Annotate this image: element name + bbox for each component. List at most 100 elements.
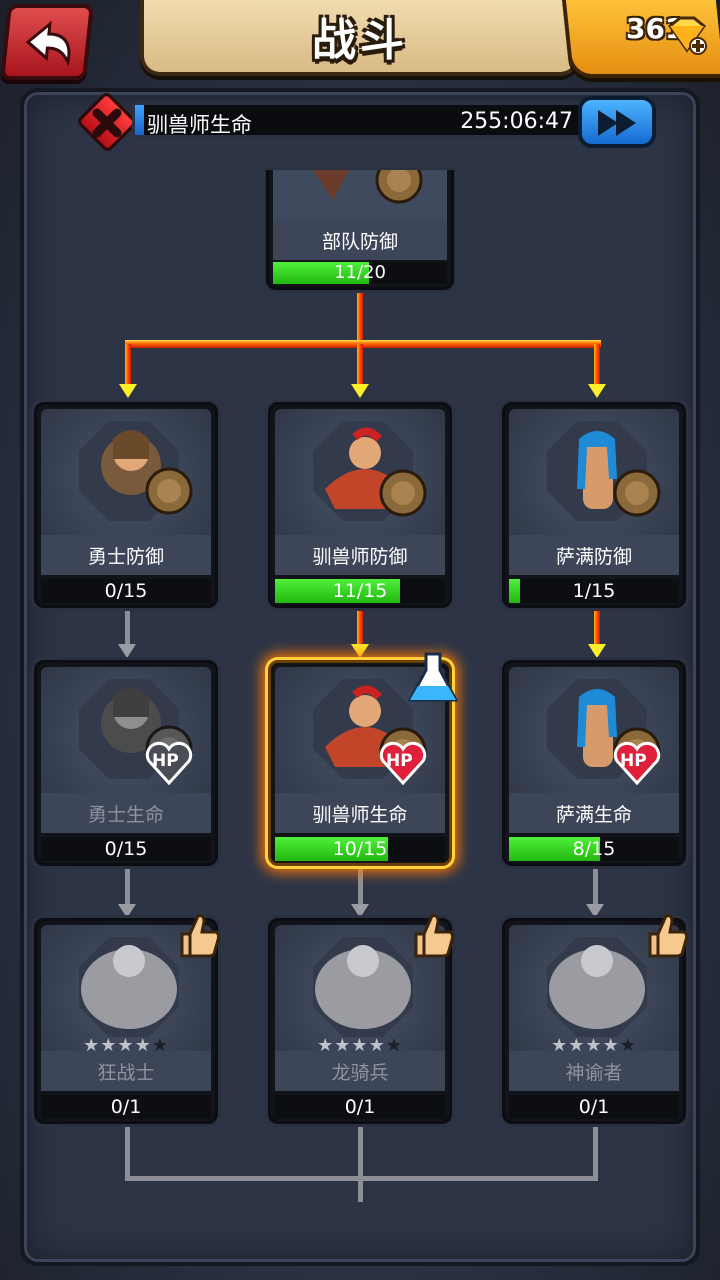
card-name: 萨满生命 [509, 793, 679, 833]
star-rating: ★★★★★ [275, 1035, 445, 1051]
connector-left [125, 344, 131, 384]
card-progress-fill [273, 262, 369, 284]
card-progress-fill [509, 837, 600, 861]
hero-portrait-icon [101, 430, 193, 515]
hp-heart-icon [379, 741, 427, 785]
card-name: 驯兽师生命 [275, 793, 445, 833]
research-time: 255:06:47 [460, 109, 573, 134]
card-progress-text: 11/20 [334, 262, 386, 283]
star-icon: ★ [351, 1035, 369, 1051]
star-icon: ★ [134, 1035, 152, 1051]
connector-mid [357, 344, 363, 384]
card-progress-text: 0/1 [344, 1096, 376, 1118]
arrow-r1-right [588, 644, 606, 658]
upgrade-card[interactable]: HP 萨满生命 8/15 [502, 660, 686, 866]
card-art [273, 170, 447, 220]
connector-bottom-left [125, 1122, 130, 1180]
research-label: 驯兽师生命 [147, 113, 252, 137]
card-art: ★★★★★ [275, 925, 445, 1051]
star-icon: ★ [83, 1035, 101, 1051]
card-progress-fill [509, 579, 521, 603]
card-progress-fill [275, 837, 389, 861]
thumbs-up-icon [648, 914, 689, 958]
card-name: 部队防御 [273, 220, 447, 260]
upgrade-card[interactable]: HP 勇士生命 0/15 [34, 660, 218, 866]
star-icon: ★ [151, 1035, 169, 1051]
connector-branch [125, 340, 601, 348]
card-progress: 0/15 [41, 837, 211, 861]
gem-icon[interactable] [664, 14, 710, 56]
fast-forward-icon [598, 110, 636, 136]
arrow-r2-left [118, 904, 136, 918]
card-progress: 11/20 [273, 262, 447, 284]
connector-r2-left [125, 864, 130, 904]
arrow-r1-mid [351, 644, 369, 658]
title-banner: 战斗 [140, 0, 580, 76]
star-icon: ★ [117, 1035, 135, 1051]
upgrade-card-troop-defense[interactable]: 部队防御 11/20 [266, 170, 454, 290]
unit-portrait-icon [549, 945, 645, 1029]
card-name: 神谕者 [509, 1051, 679, 1091]
card-art: ★★★★★ [41, 925, 211, 1051]
arrow-r1-left [118, 644, 136, 658]
card-progress: 1/15 [509, 579, 679, 603]
flask-icon [407, 652, 459, 702]
star-icon: ★ [551, 1035, 569, 1051]
cancel-x-icon [92, 108, 122, 138]
card-name: 龙骑兵 [275, 1051, 445, 1091]
hero-portrait-icon [325, 427, 427, 517]
speed-up-button[interactable] [578, 96, 656, 148]
connector-r1-right [594, 604, 600, 644]
unit-portrait-icon [81, 945, 177, 1029]
card-progress: 10/15 [275, 837, 445, 861]
star-icon: ★ [602, 1035, 620, 1051]
star-icon: ★ [619, 1035, 637, 1051]
star-rating: ★★★★★ [41, 1035, 211, 1051]
card-progress: 0/1 [509, 1095, 679, 1119]
hp-heart-icon [145, 741, 193, 785]
back-button[interactable] [0, 4, 94, 80]
hp-badge-text: HP [620, 751, 647, 771]
unit-portrait-icon [315, 945, 411, 1029]
arrow-r2-mid [351, 904, 369, 918]
arrow-left [119, 384, 137, 398]
connector-r1-left [125, 604, 130, 644]
research-progress-bar: 驯兽师生命 255:06:47 [132, 102, 584, 138]
card-progress: 0/1 [275, 1095, 445, 1119]
hero-portrait-icon [577, 431, 661, 517]
card-progress: 0/1 [41, 1095, 211, 1119]
card-progress-text: 8/15 [572, 838, 616, 860]
card-art: HP [41, 667, 211, 793]
thumbs-up-icon [414, 914, 455, 958]
upgrade-card[interactable]: ★★★★★神谕者 0/1 [502, 918, 686, 1124]
card-progress: 0/15 [41, 579, 211, 603]
card-progress: 11/15 [275, 579, 445, 603]
connector-bottom-mid [358, 1122, 363, 1202]
card-progress-text: 0/1 [578, 1096, 610, 1118]
star-icon: ★ [585, 1035, 603, 1051]
star-icon: ★ [100, 1035, 118, 1051]
connector-r2-mid [358, 864, 363, 904]
card-art [41, 409, 211, 535]
card-art [509, 409, 679, 535]
cancel-research-button[interactable] [84, 100, 130, 146]
thumbs-up-icon [180, 914, 221, 958]
hp-badge-text: HP [152, 751, 179, 771]
star-rating: ★★★★★ [509, 1035, 679, 1051]
card-progress-text: 10/15 [332, 838, 388, 860]
arrow-mid [351, 384, 369, 398]
star-icon: ★ [334, 1035, 352, 1051]
connector-top [357, 288, 363, 344]
arrow-right [588, 384, 606, 398]
star-icon: ★ [385, 1035, 403, 1051]
back-arrow-icon [25, 20, 71, 67]
card-art [275, 409, 445, 535]
card-name: 勇士生命 [41, 793, 211, 833]
card-art: ★★★★★ [509, 925, 679, 1051]
card-progress-text: 11/15 [332, 580, 388, 602]
card-progress: 8/15 [509, 837, 679, 861]
